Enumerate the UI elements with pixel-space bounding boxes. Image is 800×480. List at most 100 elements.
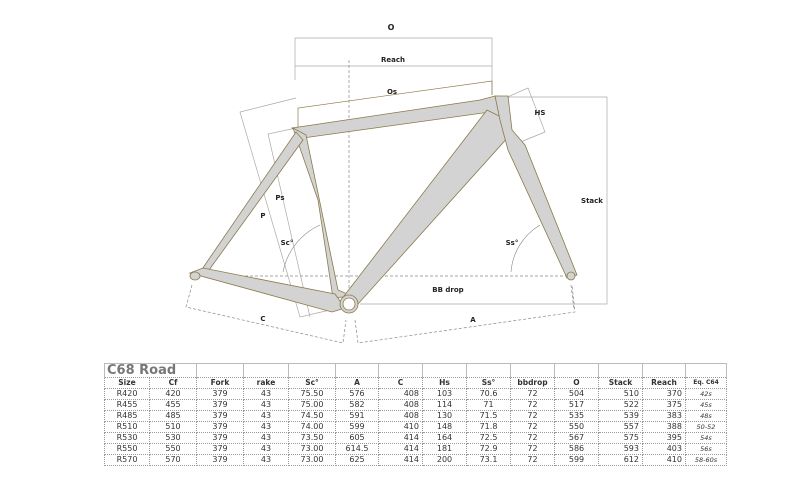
- cell-hs: 200: [422, 454, 467, 466]
- diagram-labels: O Reach Os HS Ps P Sc° Ss° Stack BB drop…: [260, 23, 603, 324]
- table-row: R420 420 379 43 75.50 576 408 103 70.6 7…: [104, 388, 727, 400]
- cell-a: 582: [335, 399, 379, 411]
- col-a: A: [335, 377, 379, 389]
- col-reach: Reach: [642, 377, 686, 389]
- col-bbdrop: bbdrop: [510, 377, 555, 389]
- label-a: A: [470, 316, 476, 324]
- cell-eq-c64: 56s: [685, 443, 727, 455]
- table-title-row: C68 Road: [104, 363, 727, 378]
- cell-c: 408: [378, 388, 423, 400]
- table-row: R530 530 379 43 73.50 605 414 164 72.5 7…: [104, 432, 727, 444]
- cell-fork: 379: [196, 454, 244, 466]
- col-hs: Hs: [422, 377, 467, 389]
- cell-rake: 43: [243, 432, 289, 444]
- cell-size: R510: [104, 421, 150, 433]
- cell-c: 414: [378, 432, 423, 444]
- cell-a: 605: [335, 432, 379, 444]
- cell-cf: 570: [149, 454, 197, 466]
- geometry-table: C68 Road Size Cf Fork rake Sc° A C Hs Ss…: [104, 363, 727, 466]
- table-row: R455 455 379 43 75.00 582 408 114 71 72 …: [104, 399, 727, 411]
- cell-ss: 71.5: [466, 410, 511, 422]
- cell-a: 614.5: [335, 443, 379, 455]
- label-reach: Reach: [381, 56, 405, 64]
- cell-stack: 522: [598, 399, 643, 411]
- label-sc-angle: Sc°: [281, 239, 294, 247]
- cell-fork: 379: [196, 399, 244, 411]
- cell-ss: 72.5: [466, 432, 511, 444]
- col-size: Size: [104, 377, 150, 389]
- label-stack: Stack: [581, 197, 603, 205]
- table-header-row: Size Cf Fork rake Sc° A C Hs Ss° bbdrop …: [104, 377, 727, 389]
- cell-bbdrop: 72: [510, 443, 555, 455]
- cell-hs: 164: [422, 432, 467, 444]
- cell-a: 625: [335, 454, 379, 466]
- cell-rake: 43: [243, 454, 289, 466]
- cell-o: 517: [554, 399, 599, 411]
- cell-c: 414: [378, 443, 423, 455]
- cell-bbdrop: 72: [510, 399, 555, 411]
- cell-cf: 530: [149, 432, 197, 444]
- bike-frame: [188, 95, 578, 314]
- cell-cf: 550: [149, 443, 197, 455]
- cell-stack: 575: [598, 432, 643, 444]
- cell-ss: 73.1: [466, 454, 511, 466]
- cell-c: 410: [378, 421, 423, 433]
- angle-arcs: [282, 224, 541, 273]
- cell-a: 591: [335, 410, 379, 422]
- cell-sc: 74.00: [288, 421, 336, 433]
- table-title: C68 Road: [104, 363, 197, 378]
- cell-rake: 43: [243, 410, 289, 422]
- cell-stack: 557: [598, 421, 643, 433]
- cell-size: R485: [104, 410, 150, 422]
- frame-geometry-diagram: O Reach Os HS Ps P Sc° Ss° Stack BB drop…: [185, 23, 608, 344]
- cell-rake: 43: [243, 443, 289, 455]
- cell-ss: 71: [466, 399, 511, 411]
- cell-o: 504: [554, 388, 599, 400]
- cell-reach: 403: [642, 443, 686, 455]
- cell-o: 535: [554, 410, 599, 422]
- cell-a: 576: [335, 388, 379, 400]
- cell-eq-c64: 42s: [685, 388, 727, 400]
- cell-ss: 72.9: [466, 443, 511, 455]
- cell-stack: 612: [598, 454, 643, 466]
- cell-bbdrop: 72: [510, 454, 555, 466]
- cell-ss: 71.8: [466, 421, 511, 433]
- cell-sc: 74.50: [288, 410, 336, 422]
- cell-rake: 43: [243, 399, 289, 411]
- cell-eq-c64: 45s: [685, 399, 727, 411]
- cell-fork: 379: [196, 432, 244, 444]
- cell-sc: 73.00: [288, 443, 336, 455]
- cell-o: 550: [554, 421, 599, 433]
- cell-size: R420: [104, 388, 150, 400]
- cell-fork: 379: [196, 443, 244, 455]
- label-p: P: [260, 212, 265, 220]
- cell-bbdrop: 72: [510, 421, 555, 433]
- label-os: Os: [387, 88, 397, 96]
- cell-eq-c64: 58-60s: [685, 454, 727, 466]
- cell-fork: 379: [196, 388, 244, 400]
- cell-bbdrop: 72: [510, 432, 555, 444]
- cell-cf: 455: [149, 399, 197, 411]
- cell-reach: 370: [642, 388, 686, 400]
- cell-hs: 114: [422, 399, 467, 411]
- cell-sc: 75.50: [288, 388, 336, 400]
- cell-a: 599: [335, 421, 379, 433]
- cell-size: R455: [104, 399, 150, 411]
- cell-cf: 420: [149, 388, 197, 400]
- cell-hs: 130: [422, 410, 467, 422]
- label-bb-drop: BB drop: [432, 286, 463, 294]
- cell-sc: 75.00: [288, 399, 336, 411]
- cell-o: 586: [554, 443, 599, 455]
- cell-c: 408: [378, 399, 423, 411]
- dashed-lines: [185, 60, 576, 344]
- cell-reach: 375: [642, 399, 686, 411]
- col-sc: Sc°: [288, 377, 336, 389]
- cell-hs: 148: [422, 421, 467, 433]
- dimension-lines: [239, 37, 608, 318]
- cell-cf: 510: [149, 421, 197, 433]
- cell-reach: 395: [642, 432, 686, 444]
- table-row: R485 485 379 43 74.50 591 408 130 71.5 7…: [104, 410, 727, 422]
- cell-size: R570: [104, 454, 150, 466]
- cell-stack: 539: [598, 410, 643, 422]
- table-row: R510 510 379 43 74.00 599 410 148 71.8 7…: [104, 421, 727, 433]
